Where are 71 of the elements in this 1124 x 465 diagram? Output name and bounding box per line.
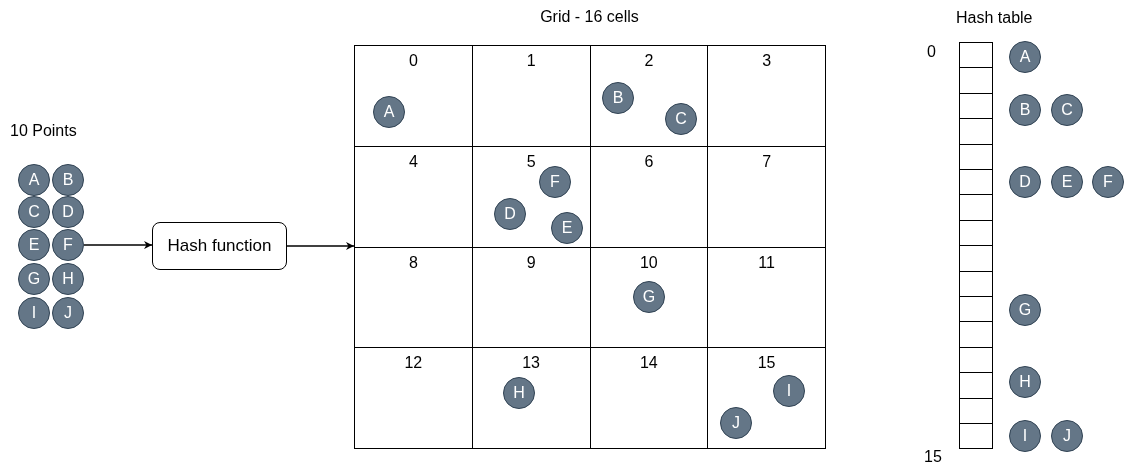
cell-number: 0 [407,52,419,70]
point-circle: D [1009,166,1041,198]
cell-number: 3 [761,52,773,70]
point-circle: C [18,196,50,228]
heading-label: 10 Points [10,122,77,140]
cell-number: 12 [403,354,424,373]
grid-cell [354,45,473,147]
point-circle: E [1051,166,1083,198]
arrow [83,241,153,250]
cell-number: 7 [761,152,773,171]
cell-number: 14 [638,354,659,373]
table-slot [959,245,993,272]
point-circle: H [52,263,84,295]
point-circle: B [52,164,84,196]
cell-number: 9 [525,253,537,272]
table-slot [959,169,993,196]
point-circle: J [720,407,752,439]
arrow [286,242,355,250]
point-circle: F [52,229,84,261]
cell-number: 10 [638,253,659,272]
point-circle: J [1051,420,1083,452]
point-circle: E [18,229,50,261]
point-circle: D [494,198,526,230]
cell-number: 1 [525,52,537,70]
table-slot [959,143,993,170]
point-circle: D [52,196,84,228]
grid-title: Grid - 16 cells [539,8,640,26]
point-circle: B [1009,94,1041,126]
grid-cell [707,347,826,449]
point-circle: F [1092,166,1124,198]
point-circle: J [52,297,84,329]
point-circle: G [18,263,50,295]
cell-number: 11 [757,253,776,272]
point-circle: A [373,96,405,128]
table-slot [959,67,993,94]
point-circle: G [633,281,665,313]
point-circle: B [602,82,634,114]
table-slot [959,194,993,221]
point-circle: H [1009,366,1041,398]
cell-number: 2 [643,52,655,70]
point-circle: H [503,377,535,409]
grid-cell [707,45,826,147]
index-label: 0 [927,43,936,61]
point-circle: I [1009,420,1041,452]
point-circle: F [539,166,571,198]
table-slot [959,423,993,450]
cell-number: 15 [756,354,777,373]
point-circle: E [551,212,583,244]
table-slot [959,321,993,348]
table-slot [959,296,993,323]
table-slot [959,118,993,145]
table-slot [959,372,993,399]
cell-number: 4 [407,152,419,171]
cell-number: 6 [643,152,655,171]
index-label: 15 [924,448,942,465]
point-circle: C [665,103,697,135]
table-slot [959,42,993,69]
grid-cell [354,347,473,449]
point-circle: I [18,297,50,329]
point-circle: I [773,375,805,407]
point-circle: G [1009,294,1041,326]
heading-label: Hash table [956,9,1033,27]
table-slot [959,397,993,424]
cell-number: 5 [525,152,537,171]
cell-number: 8 [407,253,419,272]
process-box: Hash function [152,222,287,270]
point-circle: C [1051,94,1083,126]
table-slot [959,270,993,297]
cell-number: 13 [521,354,541,373]
point-circle: A [18,164,50,196]
point-circle: A [1009,41,1041,73]
